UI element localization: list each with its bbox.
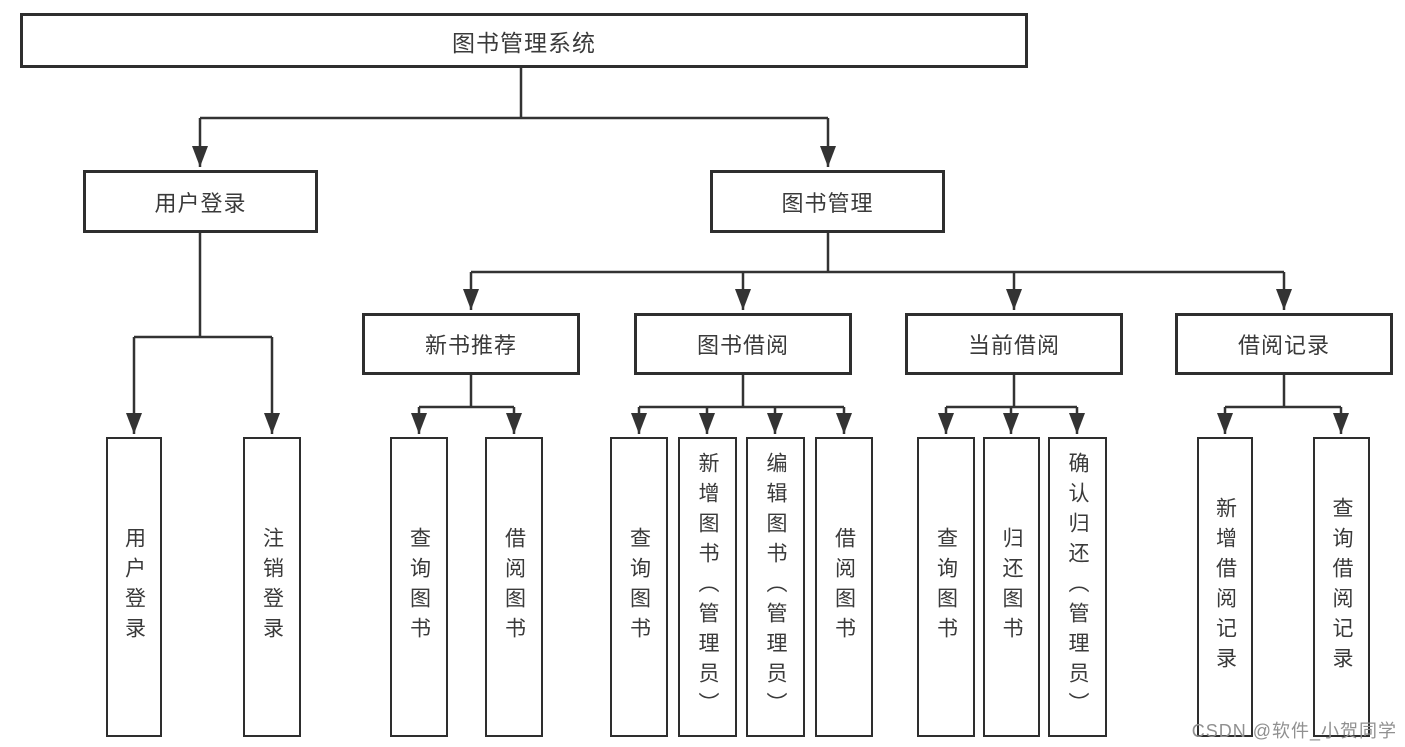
- node-leaf-user-login: 用户登录: [106, 437, 162, 737]
- node-leaf-edit-books-admin: 编辑图书（管理员）: [746, 437, 805, 737]
- node-new-book-recommend: 新书推荐: [362, 313, 580, 375]
- node-book-borrow: 图书借阅: [634, 313, 852, 375]
- node-leaf-add-borrow-record: 新增借阅记录: [1197, 437, 1253, 737]
- node-book-management: 图书管理: [710, 170, 945, 233]
- node-leaf-query-books-borrow: 查询图书: [610, 437, 668, 737]
- node-user-login: 用户登录: [83, 170, 318, 233]
- node-leaf-return-books: 归还图书: [983, 437, 1040, 737]
- node-leaf-query-books-recommend: 查询图书: [390, 437, 448, 737]
- node-leaf-add-books-admin: 新增图书（管理员）: [678, 437, 737, 737]
- node-leaf-query-books-current: 查询图书: [917, 437, 975, 737]
- node-leaf-borrow-books: 借阅图书: [815, 437, 873, 737]
- node-borrow-records: 借阅记录: [1175, 313, 1393, 375]
- node-leaf-logout: 注销登录: [243, 437, 301, 737]
- node-leaf-query-borrow-record: 查询借阅记录: [1313, 437, 1370, 737]
- node-leaf-borrow-books-recommend: 借阅图书: [485, 437, 543, 737]
- node-current-borrow: 当前借阅: [905, 313, 1123, 375]
- node-leaf-confirm-return-admin: 确认归还（管理员）: [1048, 437, 1107, 737]
- node-root: 图书管理系统: [20, 13, 1028, 68]
- watermark: CSDN @软件_小贺同学: [1191, 721, 1397, 741]
